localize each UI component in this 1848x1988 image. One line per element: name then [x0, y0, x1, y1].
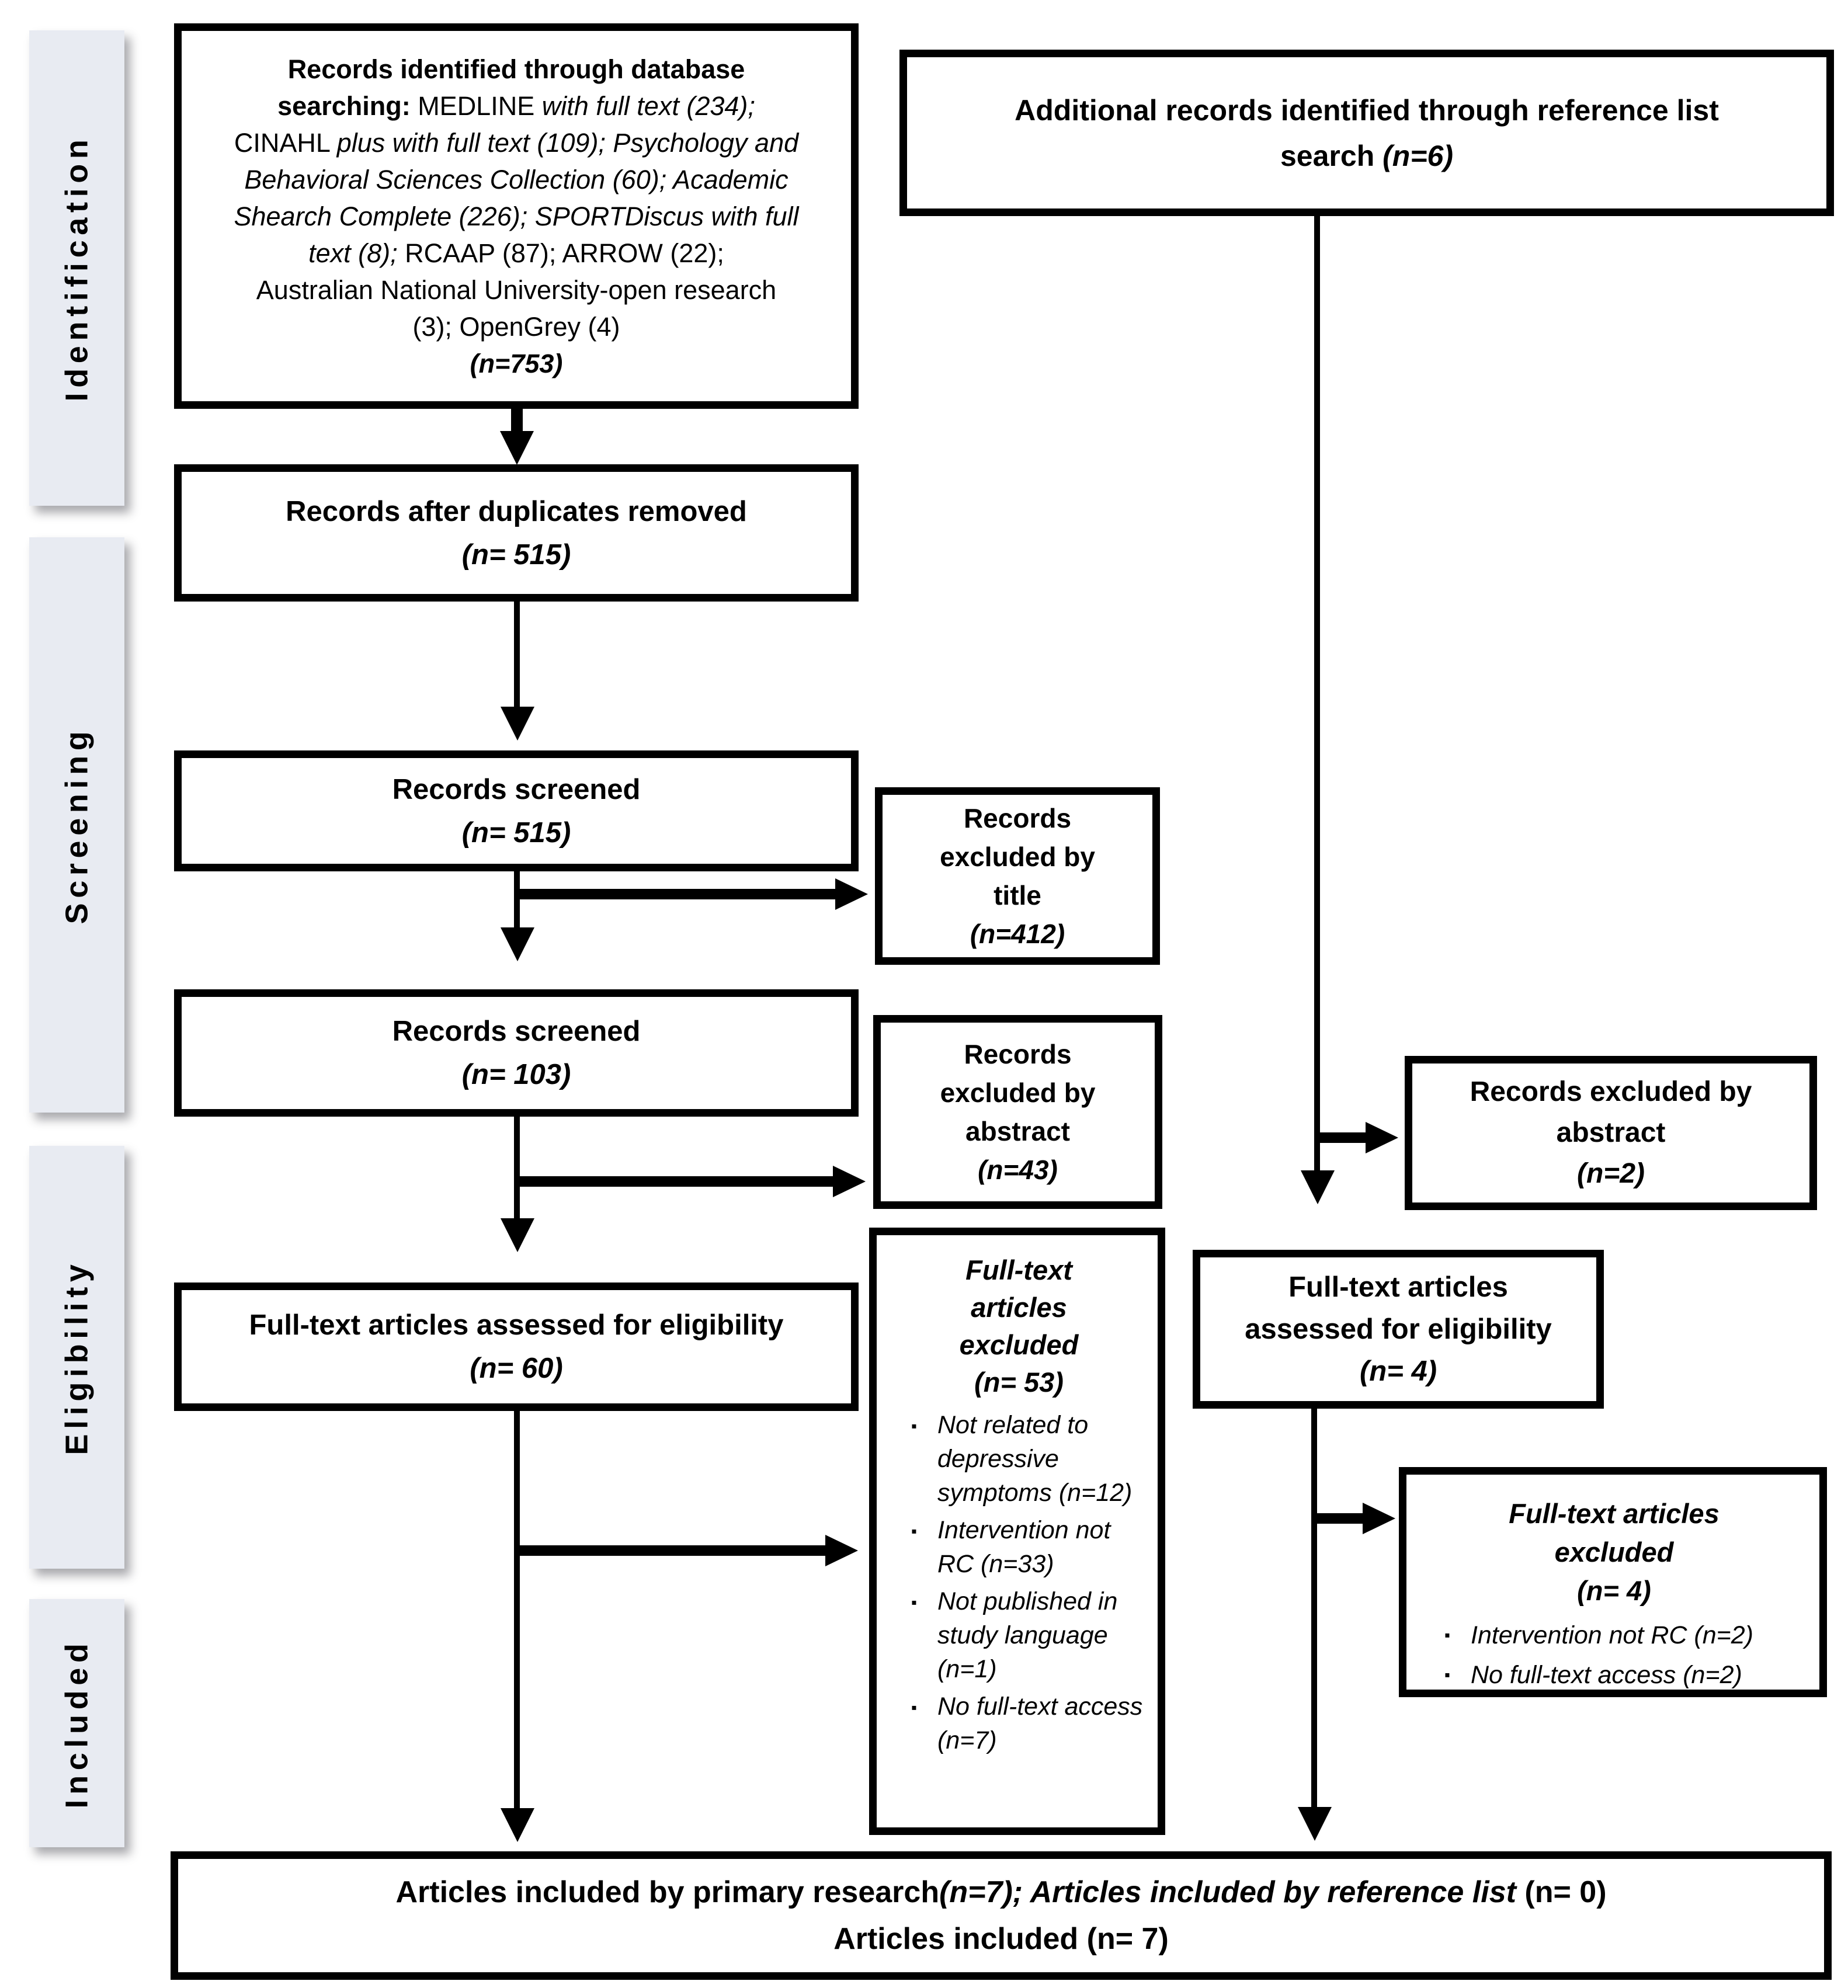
arrow-into-excluded-abstract-43 [833, 1166, 866, 1197]
line-screened103-down [514, 1117, 520, 1221]
arrow-into-fulltext-excluded-4 [1363, 1503, 1395, 1534]
arrow-identified-to-duplicates [500, 431, 534, 465]
box-records-screened-515: Records screened(n= 515) [174, 750, 859, 871]
stage-screening-label: Screening [59, 726, 95, 924]
arrow-into-excluded-abstract-2 [1366, 1122, 1398, 1153]
arrow-screened103-down [501, 1218, 534, 1252]
line-fulltext4-down [1311, 1409, 1317, 1809]
arrow-fulltext60-to-included [501, 1808, 534, 1842]
line-fulltext60-down [514, 1411, 520, 1810]
stage-included-label: Included [59, 1638, 95, 1809]
arrow-screened515-down [501, 927, 534, 961]
line-screened515-down [514, 871, 520, 930]
box-records-screened-103: Records screened(n= 103) [174, 989, 859, 1117]
stage-identification: Identification [29, 30, 124, 506]
box-duplicates-removed: Records after duplicates removed(n= 515) [174, 464, 859, 602]
line-branch-excluded-abstract-2 [1314, 1132, 1367, 1143]
line-branch-excluded-abstract-43 [514, 1176, 834, 1187]
stage-identification-label: Identification [59, 134, 95, 402]
stage-included: Included [29, 1599, 124, 1847]
arrow-duplicates-to-screened [501, 707, 534, 741]
arrow-into-fulltext-excluded-53 [825, 1535, 858, 1566]
line-branch-fulltext-excluded-4 [1311, 1513, 1364, 1524]
line-identified-to-duplicates [511, 409, 523, 433]
line-branch-excluded-title [514, 889, 836, 899]
fulltext-excluded-4-reasons: ▪Intervention not RC (n=2)▪No full-text … [1444, 1621, 1754, 1689]
arrow-into-excluded-title [835, 878, 868, 910]
stage-screening: Screening [29, 537, 124, 1113]
line-additional-down [1314, 216, 1320, 1173]
box-articles-included: Articles included by primary research(n=… [171, 1851, 1832, 1980]
box-additional-records: Additional records identified through re… [899, 50, 1834, 216]
arrow-fulltext4-to-included [1298, 1807, 1332, 1841]
stage-eligibility-label: Eligibility [59, 1259, 95, 1455]
line-branch-fulltext-excluded-53 [514, 1545, 826, 1556]
line-duplicates-to-screened [514, 602, 520, 708]
stage-eligibility: Eligibility [29, 1146, 124, 1569]
box-fulltext-assessed-60: Full-text articles assessed for eligibil… [174, 1283, 859, 1411]
fulltext-excluded-53-reasons: ▪Not related to depressive symptoms (n=1… [911, 1411, 1143, 1754]
arrow-additional-to-fulltext4 [1301, 1170, 1335, 1204]
